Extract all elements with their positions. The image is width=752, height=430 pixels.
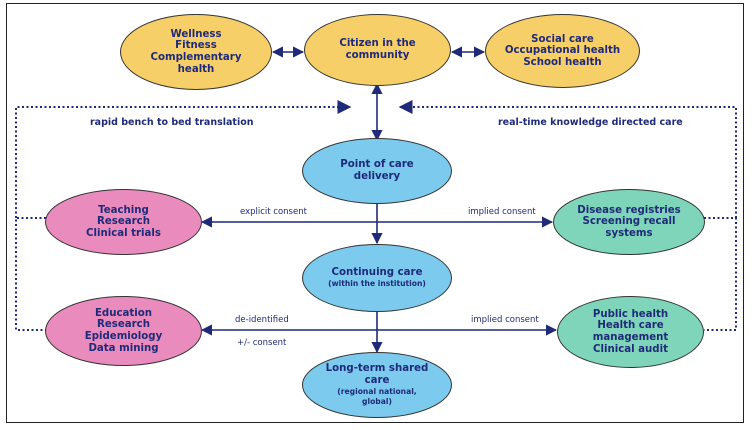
node-long-term-title: Long-term shared care <box>325 363 429 386</box>
node-wellness-label: Wellness Fitness Complementary health <box>150 28 242 75</box>
node-continuing-care-title: Continuing care <box>331 267 423 279</box>
node-teaching: Teaching Research Clinical trials <box>45 189 202 255</box>
node-citizen: Citizen in the community <box>304 14 451 86</box>
label-consent-pm: +/- consent <box>237 338 287 348</box>
node-education-label: Education Research Epidemiology Data min… <box>84 307 163 354</box>
label-realtime-care: real-time knowledge directed care <box>498 117 683 128</box>
node-long-term-sub: (regional national, global) <box>337 386 417 406</box>
loop-left <box>15 107 350 331</box>
node-public-health-label: Public health Health care management Cli… <box>592 308 669 355</box>
label-implied-consent-1: implied consent <box>468 207 536 217</box>
label-explicit-consent: explicit consent <box>240 207 307 217</box>
node-registries: Disease registries Screening recall syst… <box>553 189 705 255</box>
label-implied-consent-2: implied consent <box>471 315 539 325</box>
node-point-of-care: Point of care delivery <box>302 138 452 204</box>
diagram-frame <box>6 3 744 423</box>
node-citizen-label: Citizen in the community <box>339 38 416 61</box>
node-long-term: Long-term shared care (regional national… <box>302 352 452 418</box>
node-registries-label: Disease registries Screening recall syst… <box>577 204 681 239</box>
node-wellness: Wellness Fitness Complementary health <box>120 14 272 90</box>
node-continuing-care-sub: (within the institution) <box>328 278 426 288</box>
node-continuing-care: Continuing care (within the institution) <box>302 244 452 312</box>
label-rapid-translation: rapid bench to bed translation <box>90 117 254 128</box>
node-point-of-care-label: Point of care delivery <box>340 159 414 182</box>
node-public-health: Public health Health care management Cli… <box>557 296 704 368</box>
node-education: Education Research Epidemiology Data min… <box>45 296 202 366</box>
label-deidentified: de-identified <box>235 315 289 325</box>
loop-right <box>400 107 737 331</box>
node-social-care-label: Social care Occupational health School h… <box>504 33 621 68</box>
node-teaching-label: Teaching Research Clinical trials <box>86 204 161 239</box>
node-social-care: Social care Occupational health School h… <box>485 14 640 88</box>
